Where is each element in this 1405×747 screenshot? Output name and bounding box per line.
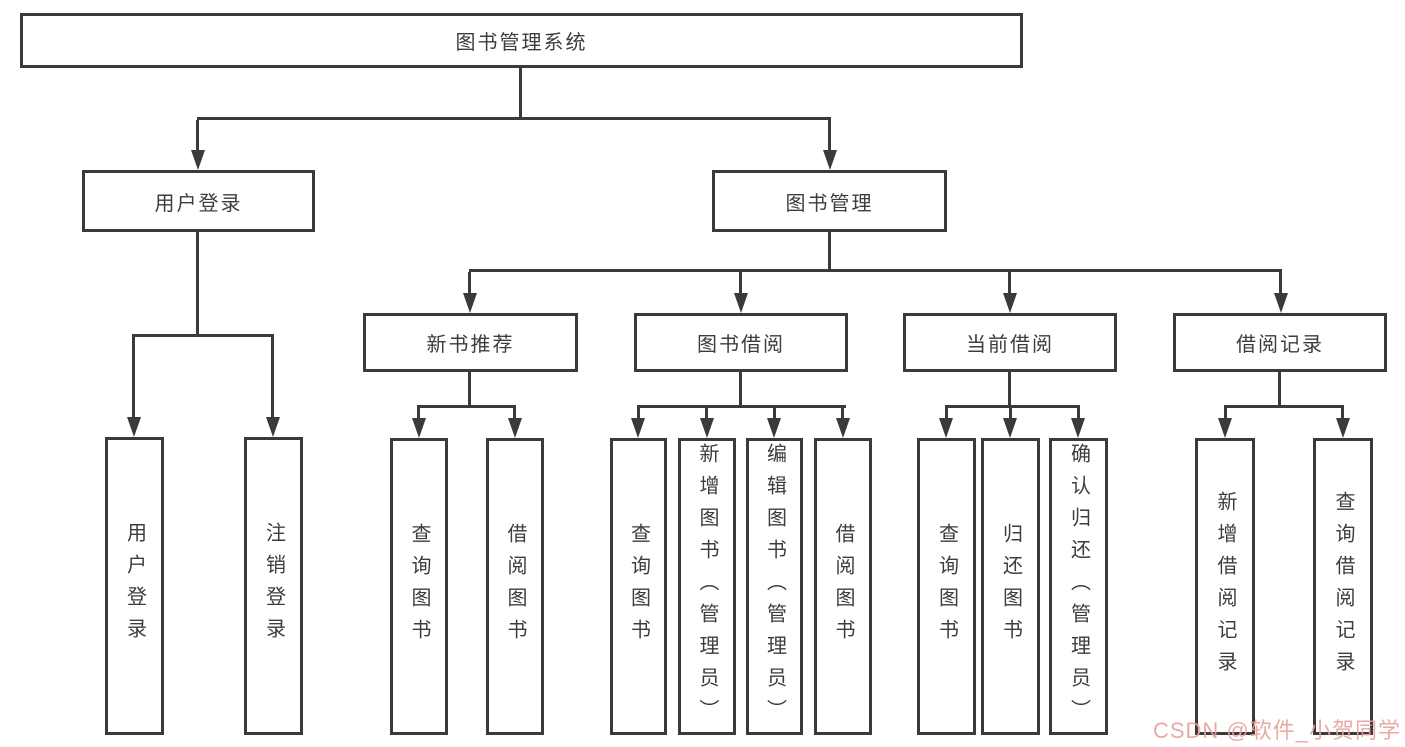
leaf-borrow-book-label: 借阅图书 (832, 522, 854, 651)
connector-vline (196, 120, 199, 152)
node-root-system: 图书管理系统 (20, 13, 1023, 68)
node-new-book-recommend: 新书推荐 (363, 313, 578, 372)
connector-vline (739, 272, 742, 295)
arrow-down-icon (1336, 418, 1350, 438)
node-book-management: 图书管理 (712, 170, 947, 232)
arrow-down-icon (1003, 418, 1017, 438)
arrow-down-icon (734, 293, 748, 313)
leaf-add-book-admin: 新增图书（管理员） (678, 438, 736, 735)
node-current-borrow-label: 当前借阅 (966, 334, 1054, 356)
node-user-login: 用户登录 (82, 170, 315, 232)
connector-hline (132, 334, 274, 337)
connector-vline (1341, 408, 1344, 420)
arrow-down-icon (412, 418, 426, 438)
connector-hline (197, 117, 831, 120)
connector-vline (841, 408, 844, 420)
node-new-book-recommend-label: 新书推荐 (426, 334, 515, 356)
leaf-recommend-query-book-label: 查询图书 (408, 522, 430, 651)
connector-hline (945, 405, 1080, 408)
leaf-borrow-book: 借阅图书 (814, 438, 872, 735)
connector-hline (1224, 405, 1344, 408)
leaf-add-borrow-record: 新增借阅记录 (1195, 438, 1255, 735)
node-borrow-records-label: 借阅记录 (1236, 334, 1324, 356)
leaf-user-login-label: 用户登录 (123, 522, 146, 650)
arrow-down-icon (700, 418, 714, 438)
leaf-query-borrow-record-label: 查询借阅记录 (1332, 490, 1354, 683)
connector-hline (417, 405, 516, 408)
connector-vline (1224, 408, 1227, 420)
arrow-down-icon (463, 293, 477, 313)
connector-vline (196, 232, 199, 335)
node-book-borrow-label: 图书借阅 (697, 334, 785, 356)
connector-vline (1278, 372, 1281, 408)
node-user-login-label: 用户登录 (154, 192, 243, 215)
node-book-management-label: 图书管理 (785, 192, 874, 215)
arrow-down-icon (767, 418, 781, 438)
connector-vline (132, 337, 135, 419)
connector-vline (739, 372, 742, 408)
connector-vline (828, 232, 831, 272)
connector-vline (637, 408, 640, 420)
leaf-recommend-query-book: 查询图书 (390, 438, 448, 735)
leaf-user-login: 用户登录 (105, 437, 164, 735)
arrow-down-icon (1003, 293, 1017, 313)
leaf-recommend-borrow-book-label: 借阅图书 (504, 522, 526, 651)
arrow-down-icon (1218, 418, 1232, 438)
arrow-down-icon (939, 418, 953, 438)
arrow-down-icon (1274, 293, 1288, 313)
connector-vline (773, 408, 776, 420)
leaf-query-borrow-record: 查询借阅记录 (1313, 438, 1373, 735)
arrow-down-icon (631, 418, 645, 438)
connector-vline (1008, 372, 1011, 408)
leaf-edit-book-admin-label: 编辑图书（管理员） (763, 442, 786, 731)
leaf-recommend-borrow-book: 借阅图书 (486, 438, 544, 735)
connector-vline (945, 408, 948, 420)
connector-vline (1279, 272, 1282, 295)
leaf-current-query-book-label: 查询图书 (935, 522, 958, 651)
leaf-current-query-book: 查询图书 (917, 438, 976, 735)
connector-vline (1008, 272, 1011, 295)
connector-vline (513, 408, 516, 420)
leaf-logout: 注销登录 (244, 437, 303, 735)
leaf-add-borrow-record-label: 新增借阅记录 (1214, 490, 1236, 683)
node-current-borrow: 当前借阅 (903, 313, 1117, 372)
connector-vline (468, 272, 471, 295)
leaf-return-book-label: 归还图书 (999, 522, 1022, 651)
connector-vline (705, 408, 708, 420)
arrow-down-icon (823, 150, 837, 170)
connector-vline (417, 408, 420, 420)
connector-vline (468, 372, 471, 408)
arrow-down-icon (508, 418, 522, 438)
arrow-down-icon (191, 150, 205, 170)
leaf-borrow-query-book-label: 查询图书 (627, 522, 650, 651)
node-book-borrow: 图书借阅 (634, 313, 848, 372)
arrow-down-icon (836, 418, 850, 438)
connector-vline (1077, 408, 1080, 420)
connector-vline (519, 68, 522, 119)
leaf-return-book: 归还图书 (981, 438, 1040, 735)
connector-hline (469, 269, 1282, 272)
node-root-label: 图书管理系统 (455, 32, 588, 54)
arrow-down-icon (1071, 418, 1085, 438)
leaf-edit-book-admin: 编辑图书（管理员） (746, 438, 803, 735)
connector-vline (271, 337, 274, 419)
leaf-confirm-return-admin-label: 确认归还（管理员） (1067, 442, 1090, 731)
leaf-confirm-return-admin: 确认归还（管理员） (1049, 438, 1108, 735)
leaf-logout-label: 注销登录 (262, 522, 285, 650)
connector-hline (637, 405, 846, 408)
leaf-borrow-query-book: 查询图书 (610, 438, 667, 735)
arrow-down-icon (266, 417, 280, 437)
connector-vline (828, 120, 831, 152)
arrow-down-icon (127, 417, 141, 437)
node-borrow-records: 借阅记录 (1173, 313, 1387, 372)
connector-vline (1009, 408, 1012, 420)
leaf-add-book-admin-label: 新增图书（管理员） (696, 442, 718, 731)
